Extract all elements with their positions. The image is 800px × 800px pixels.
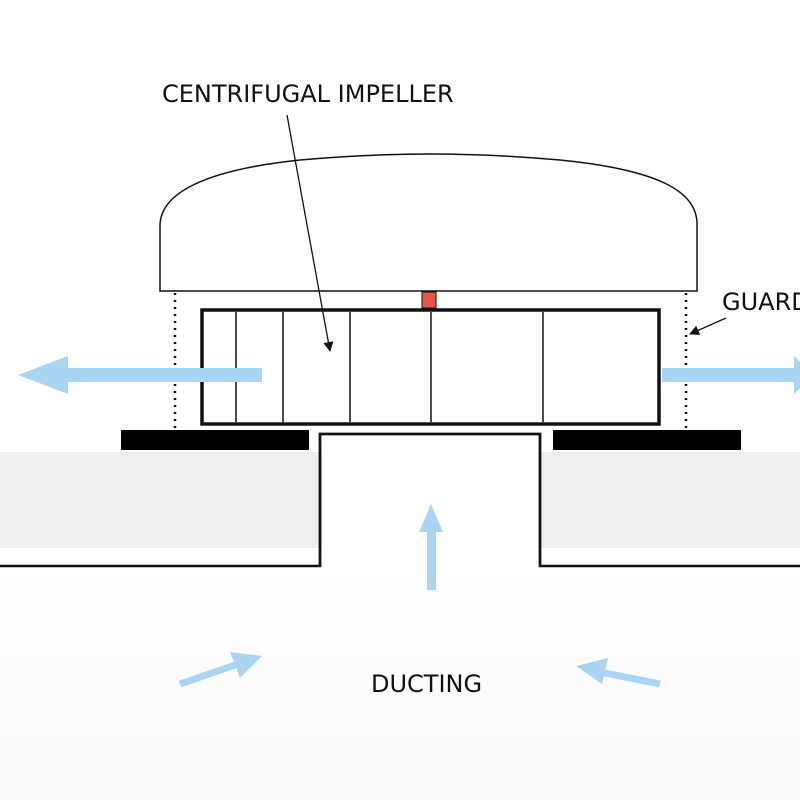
dome-cap	[159, 153, 698, 292]
sensor-block	[421, 291, 437, 309]
airflow-arrow-lower-left	[178, 652, 262, 688]
airflow-arrow-lower-right	[576, 658, 661, 688]
impeller-blades	[235, 312, 544, 422]
airflow-arrow-left	[18, 356, 262, 394]
airflow-arrow-up	[419, 504, 443, 590]
impeller-label: CENTRIFUGAL IMPELLER	[162, 80, 454, 108]
impeller-pointer	[286, 114, 334, 352]
base-plate-left	[121, 430, 309, 450]
ducting-space	[0, 566, 800, 800]
guard-pointer	[689, 317, 727, 335]
airflow-arrow-right	[662, 356, 800, 394]
base-plate-right	[553, 430, 741, 450]
ducting-label: DUCTING	[371, 670, 482, 698]
